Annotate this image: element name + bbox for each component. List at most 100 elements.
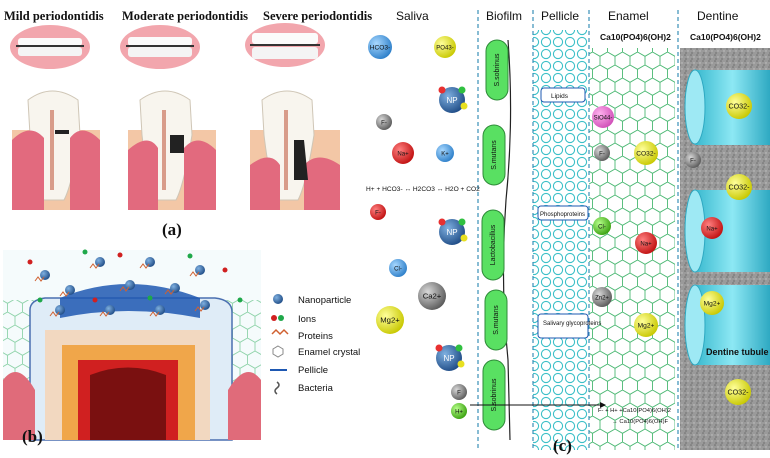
protein xyxy=(189,271,200,277)
ion-co3-enamel xyxy=(634,141,658,165)
ion-f-enamel xyxy=(594,145,610,161)
protein xyxy=(59,291,70,297)
bacterium xyxy=(482,359,506,431)
ion-zn-enamel xyxy=(592,287,612,307)
tooth-severe xyxy=(250,90,340,210)
bacterium-label: S.mutans xyxy=(491,140,498,170)
ions-icon xyxy=(271,315,277,321)
ion-f-dentine-label: F- xyxy=(690,159,696,165)
ion-co3-dentine2-label: CO32- xyxy=(728,184,750,192)
ion-na-label: Na+ xyxy=(397,152,409,158)
dentine-tubule-label: Dentine tubule xyxy=(706,347,769,357)
np-label: NP xyxy=(443,354,454,363)
formula-dentine: Ca10(PO4)6(OH)2 xyxy=(690,32,761,42)
bacterium-label: S.sobrinus xyxy=(494,53,501,87)
mouth-moderate xyxy=(120,25,200,69)
ion-na-enamel-label: Na+ xyxy=(640,242,652,248)
bacterium-label: S.mutans xyxy=(493,305,500,335)
ion-na xyxy=(392,142,414,164)
legend-proteins: Proteins xyxy=(298,331,333,342)
ion-f-label: F- xyxy=(381,121,387,127)
ion-co3-dentine3 xyxy=(725,379,751,405)
ion-dot xyxy=(82,249,88,255)
ions-layer: HCO3-PO43-F-Na+K+F-Cl-Ca2+Mg2+FH+NPNPNPS… xyxy=(368,35,752,419)
col-dentine: Dentine xyxy=(697,9,739,23)
ion-dot xyxy=(27,259,33,265)
ion-co3-dentine1 xyxy=(726,93,752,119)
protein xyxy=(139,263,150,269)
ion-na-enamel xyxy=(635,232,657,254)
panel-a: Mild periodontidis Moderate periodontidi… xyxy=(4,9,372,239)
ion-zn-enamel-label: Zn2+ xyxy=(595,296,609,302)
nanoparticle xyxy=(155,305,165,315)
col-biofilm: Biofilm xyxy=(486,9,522,23)
tag-c: (c) xyxy=(553,436,572,455)
ion-k-label: K+ xyxy=(441,152,449,158)
box-phosphoproteins: Phosphoproteins xyxy=(540,212,585,218)
nanoparticle xyxy=(170,283,180,293)
legend-bacteria: Bacteria xyxy=(298,383,334,394)
nanoparticle xyxy=(55,305,65,315)
box-glycoproteins: Salivary glycoproteins xyxy=(543,321,601,327)
ion-dot xyxy=(117,252,123,258)
ion-mg-dentine-label: Mg2+ xyxy=(704,301,721,308)
proteins-icon xyxy=(271,328,289,336)
protein xyxy=(194,306,205,312)
col-pellicle: Pellicle xyxy=(541,9,579,23)
ion-ca xyxy=(418,282,446,310)
ion-hco3-label: HCO3- xyxy=(370,45,391,52)
legend-ions: Ions xyxy=(298,314,316,325)
tooth-moderate xyxy=(128,90,216,210)
nanoparticle xyxy=(125,280,135,290)
tag-b: (b) xyxy=(22,427,43,446)
ion-co3-enamel-label: CO32- xyxy=(636,151,655,158)
ion-cl-enamel-label: Cl- xyxy=(598,225,606,231)
ion-dot xyxy=(187,253,193,259)
ion-dot xyxy=(37,297,43,303)
nanoparticle xyxy=(65,285,75,295)
ion-po4-label: PO43- xyxy=(436,46,453,52)
ion-mg-enamel xyxy=(634,313,658,337)
nanoparticle xyxy=(200,300,210,310)
nanoparticle xyxy=(95,257,105,267)
tag-a: (a) xyxy=(162,220,182,239)
nanoparticle-np xyxy=(439,87,465,113)
tooth-mild xyxy=(12,90,100,210)
nanoparticle-np xyxy=(439,219,465,245)
bacterium-label: Lactobacillus xyxy=(490,224,497,265)
mouth-severe xyxy=(245,23,325,67)
reaction-line-1: F- + H+ +Ca10(PO4)6(OH)2 xyxy=(598,408,671,414)
np-label: NP xyxy=(446,96,457,105)
bacteria-group: S.sobrinusS.mutansLactobacillusS.mutansS… xyxy=(481,39,509,431)
ion-dot xyxy=(147,295,153,301)
bacterium xyxy=(484,289,508,351)
ion-mg-enamel-label: Mg2+ xyxy=(638,323,655,330)
bacterium-label: S.sobrinus xyxy=(491,378,498,412)
protein xyxy=(119,286,130,292)
ion-cl-label: Cl- xyxy=(394,267,402,273)
ion-mg-dentine xyxy=(700,291,724,315)
col-saliva: Saliva xyxy=(396,9,429,23)
ion-co3-dentine2 xyxy=(726,174,752,200)
ion-h xyxy=(451,403,467,419)
ion-f-enamel-label: F- xyxy=(599,152,605,158)
ion-sio4 xyxy=(592,106,614,128)
ion-dot xyxy=(237,297,243,303)
ion-sio4-label: SiO44- xyxy=(594,116,613,122)
bacteria-icon xyxy=(274,381,280,395)
nanoparticle xyxy=(195,265,205,275)
legend-pellicle: Pellicle xyxy=(298,365,328,376)
ion-na-dentine-label: Na+ xyxy=(706,227,718,233)
ion-f2-label: F- xyxy=(375,211,381,217)
nanoparticle-icon xyxy=(273,294,283,304)
protein xyxy=(164,289,175,295)
ion-mg xyxy=(376,306,404,334)
reaction-line-2: → Ca10(PO4)6(OH)F xyxy=(612,419,669,425)
panel-c: Saliva Biofilm Pellicle Enamel Dentine C… xyxy=(366,9,770,455)
dentine-tubules xyxy=(684,69,770,366)
label-moderate: Moderate periodontidis xyxy=(122,9,248,23)
legend: Nanoparticle Ions Proteins Enamel crysta… xyxy=(270,294,360,395)
bacterium xyxy=(482,124,506,186)
panel-b-particles xyxy=(27,249,243,317)
